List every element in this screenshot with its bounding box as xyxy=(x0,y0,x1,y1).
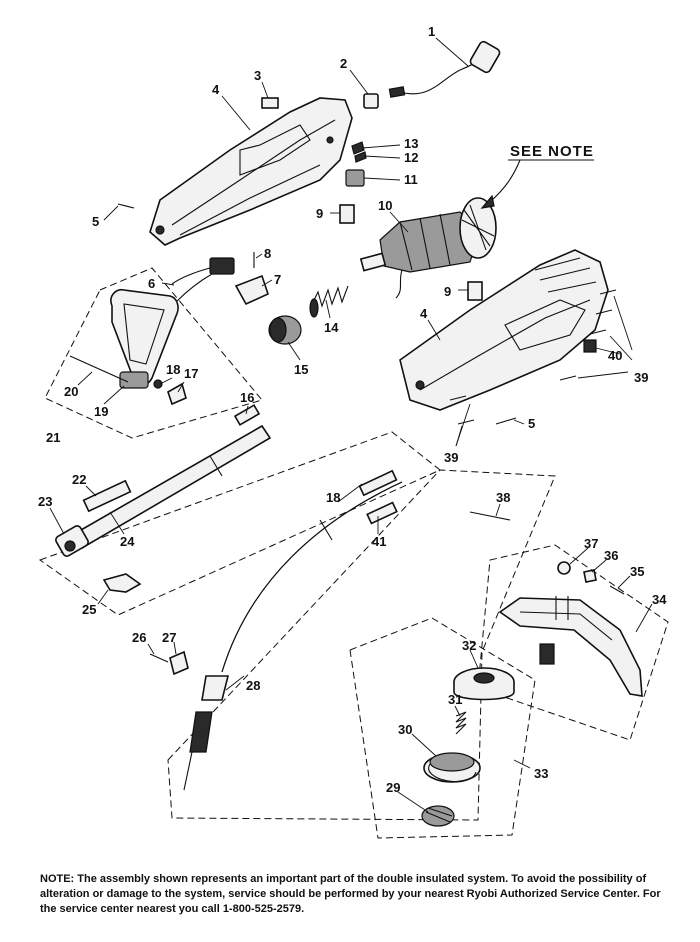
part-18-nut xyxy=(153,379,163,389)
callout-25: 25 xyxy=(82,602,96,617)
callout-24: 24 xyxy=(120,534,135,549)
part-39-screws xyxy=(449,289,617,425)
part-38-bolt xyxy=(469,511,511,521)
callout-6: 6 xyxy=(148,276,155,291)
part-22-label xyxy=(82,479,132,513)
part-9-brush-left xyxy=(339,204,355,224)
callout-4b: 4 xyxy=(420,306,428,321)
callout-4: 4 xyxy=(212,82,220,97)
housing-half-left xyxy=(149,97,353,246)
callout-1: 1 xyxy=(428,24,435,39)
callout-41: 41 xyxy=(372,534,386,549)
part-5-screw-left xyxy=(117,203,135,209)
part-30-spool xyxy=(423,752,481,783)
callout-14: 14 xyxy=(324,320,339,335)
part-12-13-clips xyxy=(351,141,367,163)
callout-10: 10 xyxy=(378,198,392,213)
assembly-box-drive-shaft xyxy=(167,469,556,821)
callout-39b: 39 xyxy=(444,450,458,465)
part-27-clamp xyxy=(169,650,189,676)
part-16-label xyxy=(233,404,261,426)
part-19-handle xyxy=(110,288,179,389)
assembly-box-33 xyxy=(349,617,536,839)
assembly-box-21 xyxy=(44,267,263,439)
part-36-nut xyxy=(583,569,597,583)
part-9-brush-right xyxy=(467,281,483,301)
callout-9: 9 xyxy=(316,206,323,221)
callout-17: 17 xyxy=(184,366,198,381)
callout-7: 7 xyxy=(274,272,281,287)
assembly-box-34 xyxy=(477,544,669,741)
callout-22: 22 xyxy=(72,472,86,487)
callout-35: 35 xyxy=(630,564,644,579)
callout-33: 33 xyxy=(534,766,548,781)
callout-9b: 9 xyxy=(444,284,451,299)
callout-40: 40 xyxy=(608,348,622,363)
part-10-motor xyxy=(359,197,497,299)
part-6-terminal xyxy=(171,257,235,303)
callout-28: 28 xyxy=(246,678,260,693)
part-17-knob xyxy=(167,382,187,406)
part-26-screw xyxy=(149,653,169,663)
service-note: NOTE: The assembly shown represents an i… xyxy=(40,873,661,915)
callout-38: 38 xyxy=(496,490,510,505)
callout-11: 11 xyxy=(404,172,418,187)
callout-labels: 1 2 3 4 4 5 5 6 7 8 9 9 10 11 12 13 14 1… xyxy=(38,24,667,795)
leader-lines xyxy=(49,37,653,813)
callout-2: 2 xyxy=(340,56,347,71)
part-29-bump-knob xyxy=(421,805,455,827)
exploded-parts-diagram: SEE NOTE 1 2 3 4 4 5 5 6 7 8 9 9 10 11 1… xyxy=(38,24,669,839)
callout-27: 27 xyxy=(162,630,176,645)
see-note-pointer: SEE NOTE xyxy=(480,143,594,209)
callout-36: 36 xyxy=(604,548,618,563)
power-cord xyxy=(388,40,501,98)
callout-12: 12 xyxy=(404,150,418,165)
callout-19: 19 xyxy=(94,404,108,419)
callout-13: 13 xyxy=(404,136,418,151)
callout-16: 16 xyxy=(240,390,254,405)
callout-15: 15 xyxy=(294,362,308,377)
part-18-label xyxy=(358,469,398,497)
callout-5: 5 xyxy=(92,214,99,229)
part-3-label xyxy=(261,97,279,109)
callout-34: 34 xyxy=(652,592,667,607)
callout-18: 18 xyxy=(166,362,180,377)
callout-3: 3 xyxy=(254,68,261,83)
callout-8: 8 xyxy=(264,246,271,261)
part-37-washer xyxy=(557,561,571,575)
housing-half-right xyxy=(399,249,609,411)
part-7-bracket xyxy=(234,274,269,306)
part-35-screw xyxy=(609,585,625,595)
callout-32: 32 xyxy=(462,638,476,653)
callout-20: 20 xyxy=(64,384,78,399)
callout-23: 23 xyxy=(38,494,52,509)
see-note-label: SEE NOTE xyxy=(510,143,594,160)
callout-18b: 18 xyxy=(326,490,340,505)
callout-39: 39 xyxy=(634,370,648,385)
callout-26: 26 xyxy=(132,630,146,645)
part-11-switch xyxy=(345,169,365,187)
part-20-bolt xyxy=(69,355,129,383)
part-32-housing xyxy=(453,667,515,701)
callout-31: 31 xyxy=(448,692,462,707)
part-2-cord-protector xyxy=(363,93,379,109)
part-5-screw-right xyxy=(495,417,517,425)
part-15-gear xyxy=(268,315,302,345)
part-31-spring xyxy=(455,711,467,735)
callout-30: 30 xyxy=(398,722,412,737)
part-25-knob xyxy=(102,573,142,593)
callout-5b: 5 xyxy=(528,416,535,431)
part-41-label xyxy=(366,501,398,525)
part-40-screw-set xyxy=(583,339,597,353)
part-34-guard xyxy=(498,596,643,697)
callout-29: 29 xyxy=(386,780,400,795)
part-28-lower-shaft xyxy=(183,481,403,791)
callout-21: 21 xyxy=(46,430,60,445)
callout-37: 37 xyxy=(584,536,598,551)
part-14-spring xyxy=(309,285,349,318)
